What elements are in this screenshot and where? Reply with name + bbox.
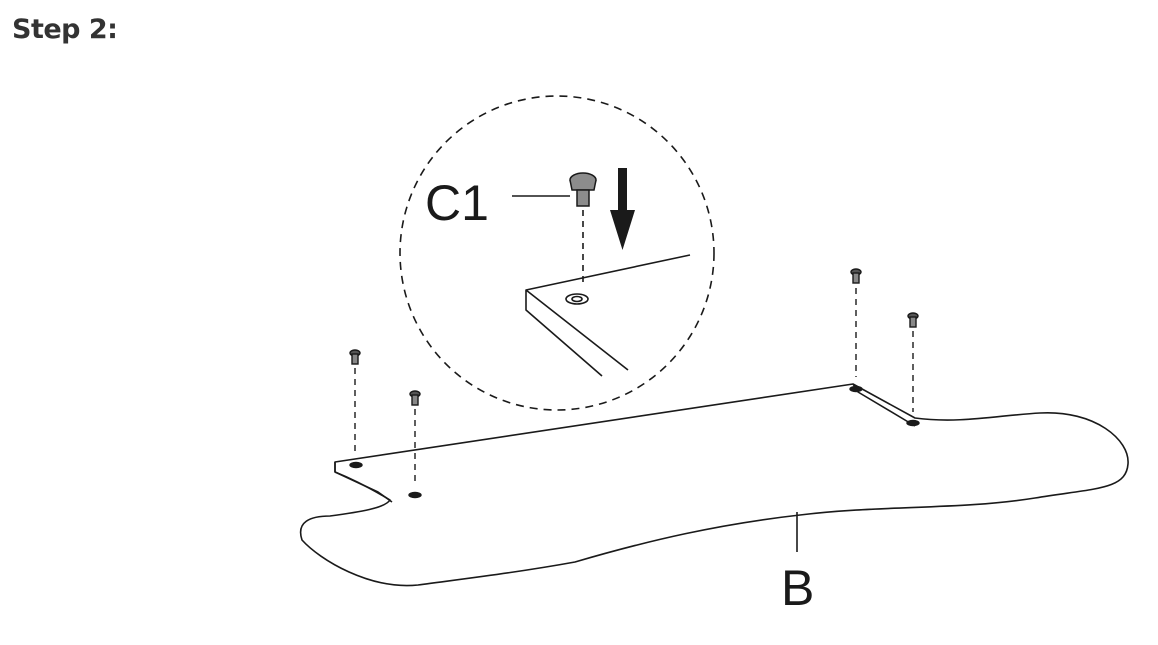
step-title: Step 2: [12,14,118,45]
peg-left-rear [349,349,363,469]
detail-circle [399,95,715,411]
peg-right-front [906,312,920,427]
detail-hole-inner [571,295,583,303]
c1-label: C1 [425,175,489,231]
board-label: B [781,560,814,616]
down-arrow-icon [610,168,635,250]
desktop-board-outline [299,383,1129,587]
peg-right-rear [849,268,863,393]
detail-hole [565,293,589,305]
detail-peg-c1 [569,172,597,207]
peg-left-front [408,390,422,499]
detail-board-corner [525,254,691,377]
board-front-edge [334,471,393,503]
